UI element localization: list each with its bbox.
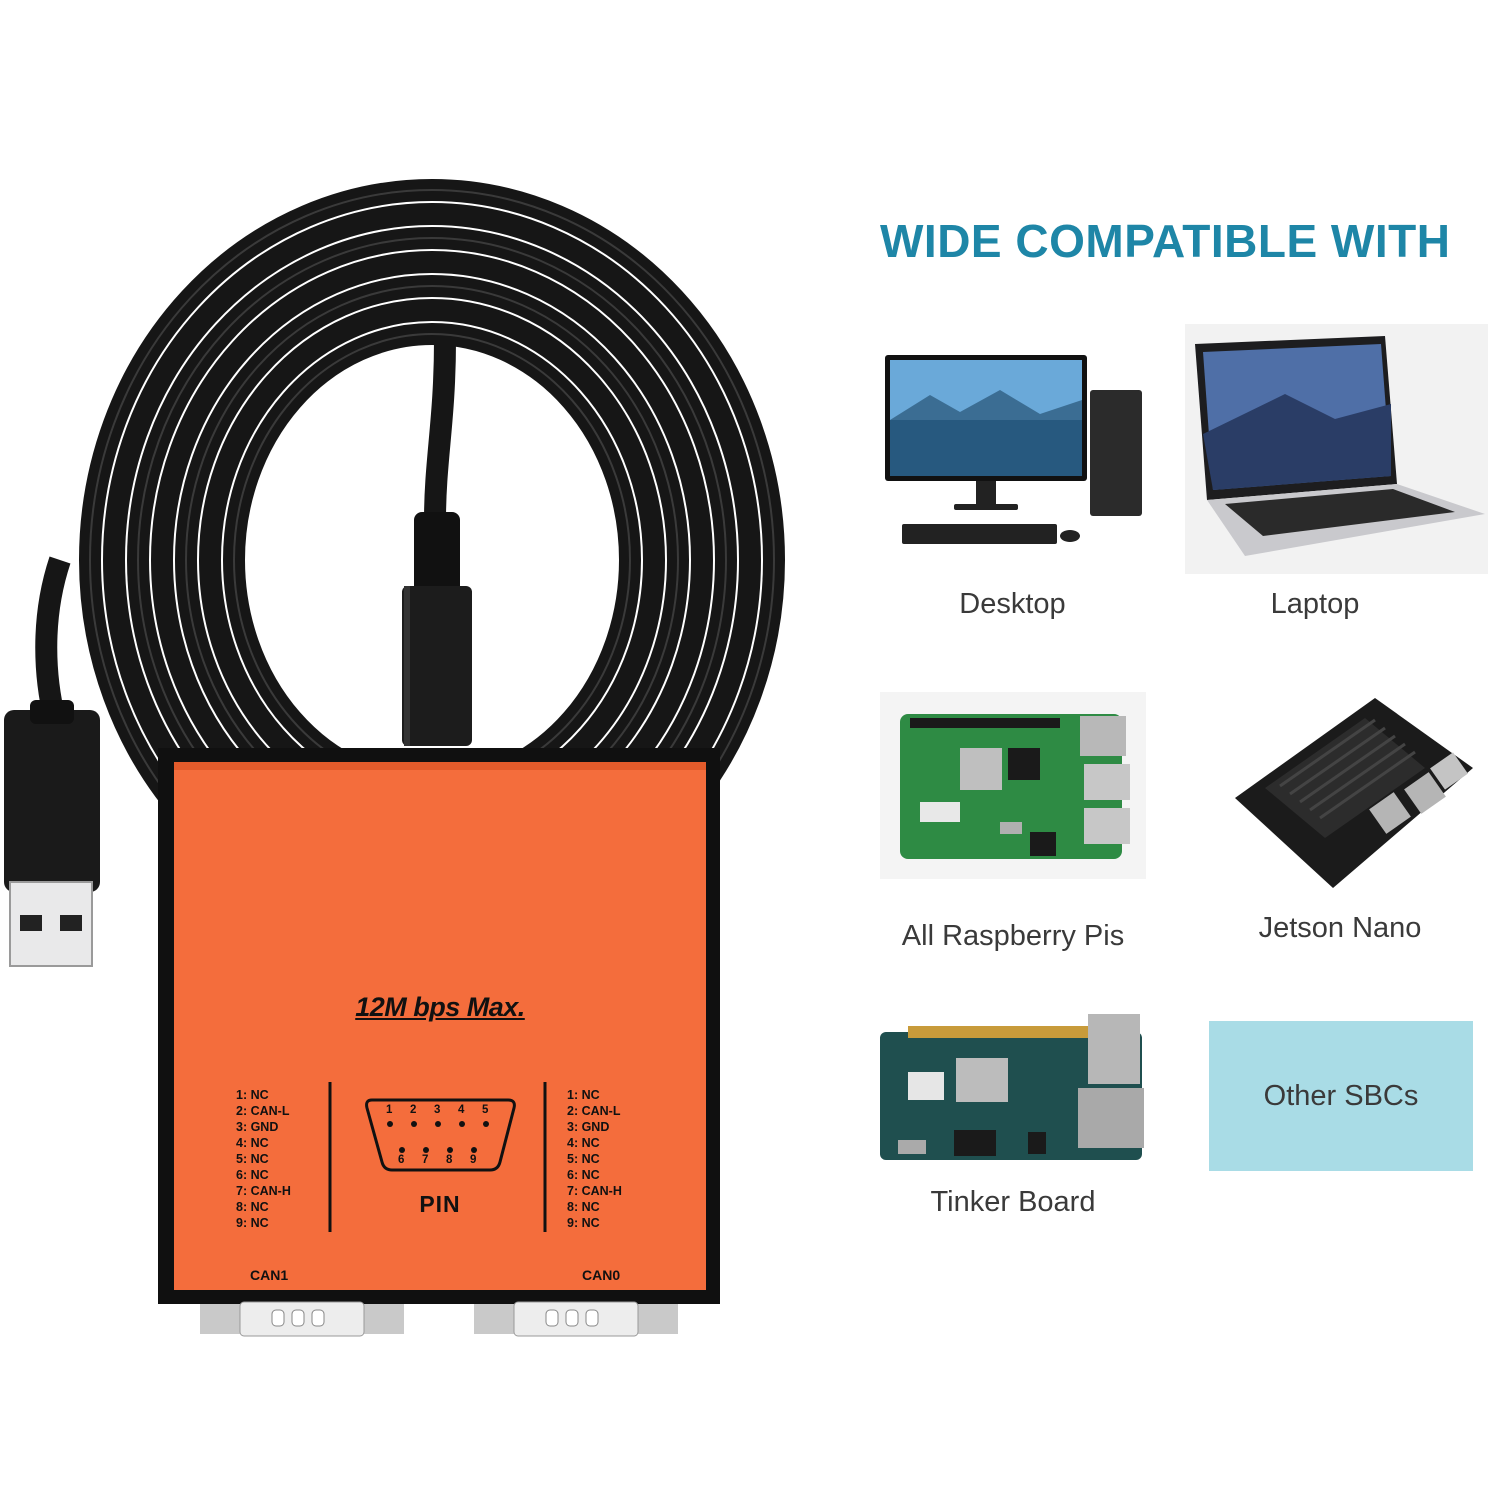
other-sbcs-label: Other SBCs [1263,1079,1419,1112]
pin-row: 5: NC [567,1152,600,1166]
desktop-computer-image [880,340,1150,560]
can1-db9-port[interactable] [200,1301,404,1337]
can1-port-label: CAN1 [250,1267,289,1283]
pin-row: 9: NC [236,1216,269,1230]
desktop-caption: Desktop [959,588,1066,620]
pin-row: 3: GND [567,1120,610,1134]
raspberry-pi-caption: All Raspberry Pis [901,920,1125,952]
usb-can-adapter-illustration [4,179,785,1337]
pin-row: 1: NC [567,1088,600,1102]
pin-number: 7 [422,1154,429,1166]
pin-number: 6 [398,1154,405,1166]
jetson-nano-board-image [1225,688,1475,898]
can0-port-label: CAN0 [582,1267,621,1283]
can0-db9-port[interactable] [474,1301,678,1337]
tinker-board-image [878,1012,1148,1164]
other-sbcs-tile: Other SBCs [1209,1021,1473,1171]
pin-row: 7: CAN-H [236,1184,291,1198]
compatibility-headline: WIDE COMPATIBLE WITH [880,215,1451,267]
laptop-image [1185,324,1488,574]
cable-strain-relief [414,512,460,602]
pin-number: 9 [470,1154,477,1166]
pin-row: 8: NC [567,1200,600,1214]
speed-label: 12M bps Max. [355,992,525,1022]
pin-number: 3 [434,1104,441,1116]
pin-row: 5: NC [236,1152,269,1166]
pin-label: PIN [419,1191,461,1217]
pin-row: 7: CAN-H [567,1184,622,1198]
laptop-caption: Laptop [1270,588,1360,620]
pin-row: 6: NC [567,1168,600,1182]
pin-row: 2: CAN-L [567,1104,621,1118]
pin-row: 4: NC [236,1136,269,1150]
db9-pin-diagram [365,1098,516,1172]
pin-row: 2: CAN-L [236,1104,290,1118]
tinker-board-caption: Tinker Board [930,1186,1096,1218]
pin-number: 4 [458,1104,465,1116]
pin-number: 2 [410,1104,417,1116]
cable-boot [402,586,472,746]
pin-number: 5 [482,1104,489,1116]
pin-number: 8 [446,1154,453,1166]
jetson-nano-caption: Jetson Nano [1258,912,1422,944]
raspberry-pi-board-image [880,692,1146,879]
can0-pin-list: 1: NC 2: CAN-L 3: GND 4: NC 5: NC 6: NC … [567,1087,622,1231]
usb-plug-boot [4,710,100,892]
pin-number: 1 [386,1104,393,1116]
can1-pin-list: 1: NC 2: CAN-L 3: GND 4: NC 5: NC 6: NC … [236,1087,291,1231]
pin-row: 6: NC [236,1168,269,1182]
pin-row: 3: GND [236,1120,279,1134]
pin-row: 8: NC [236,1200,269,1214]
pin-row: 1: NC [236,1088,269,1102]
pin-row: 4: NC [567,1136,600,1150]
pin-row: 9: NC [567,1216,600,1230]
